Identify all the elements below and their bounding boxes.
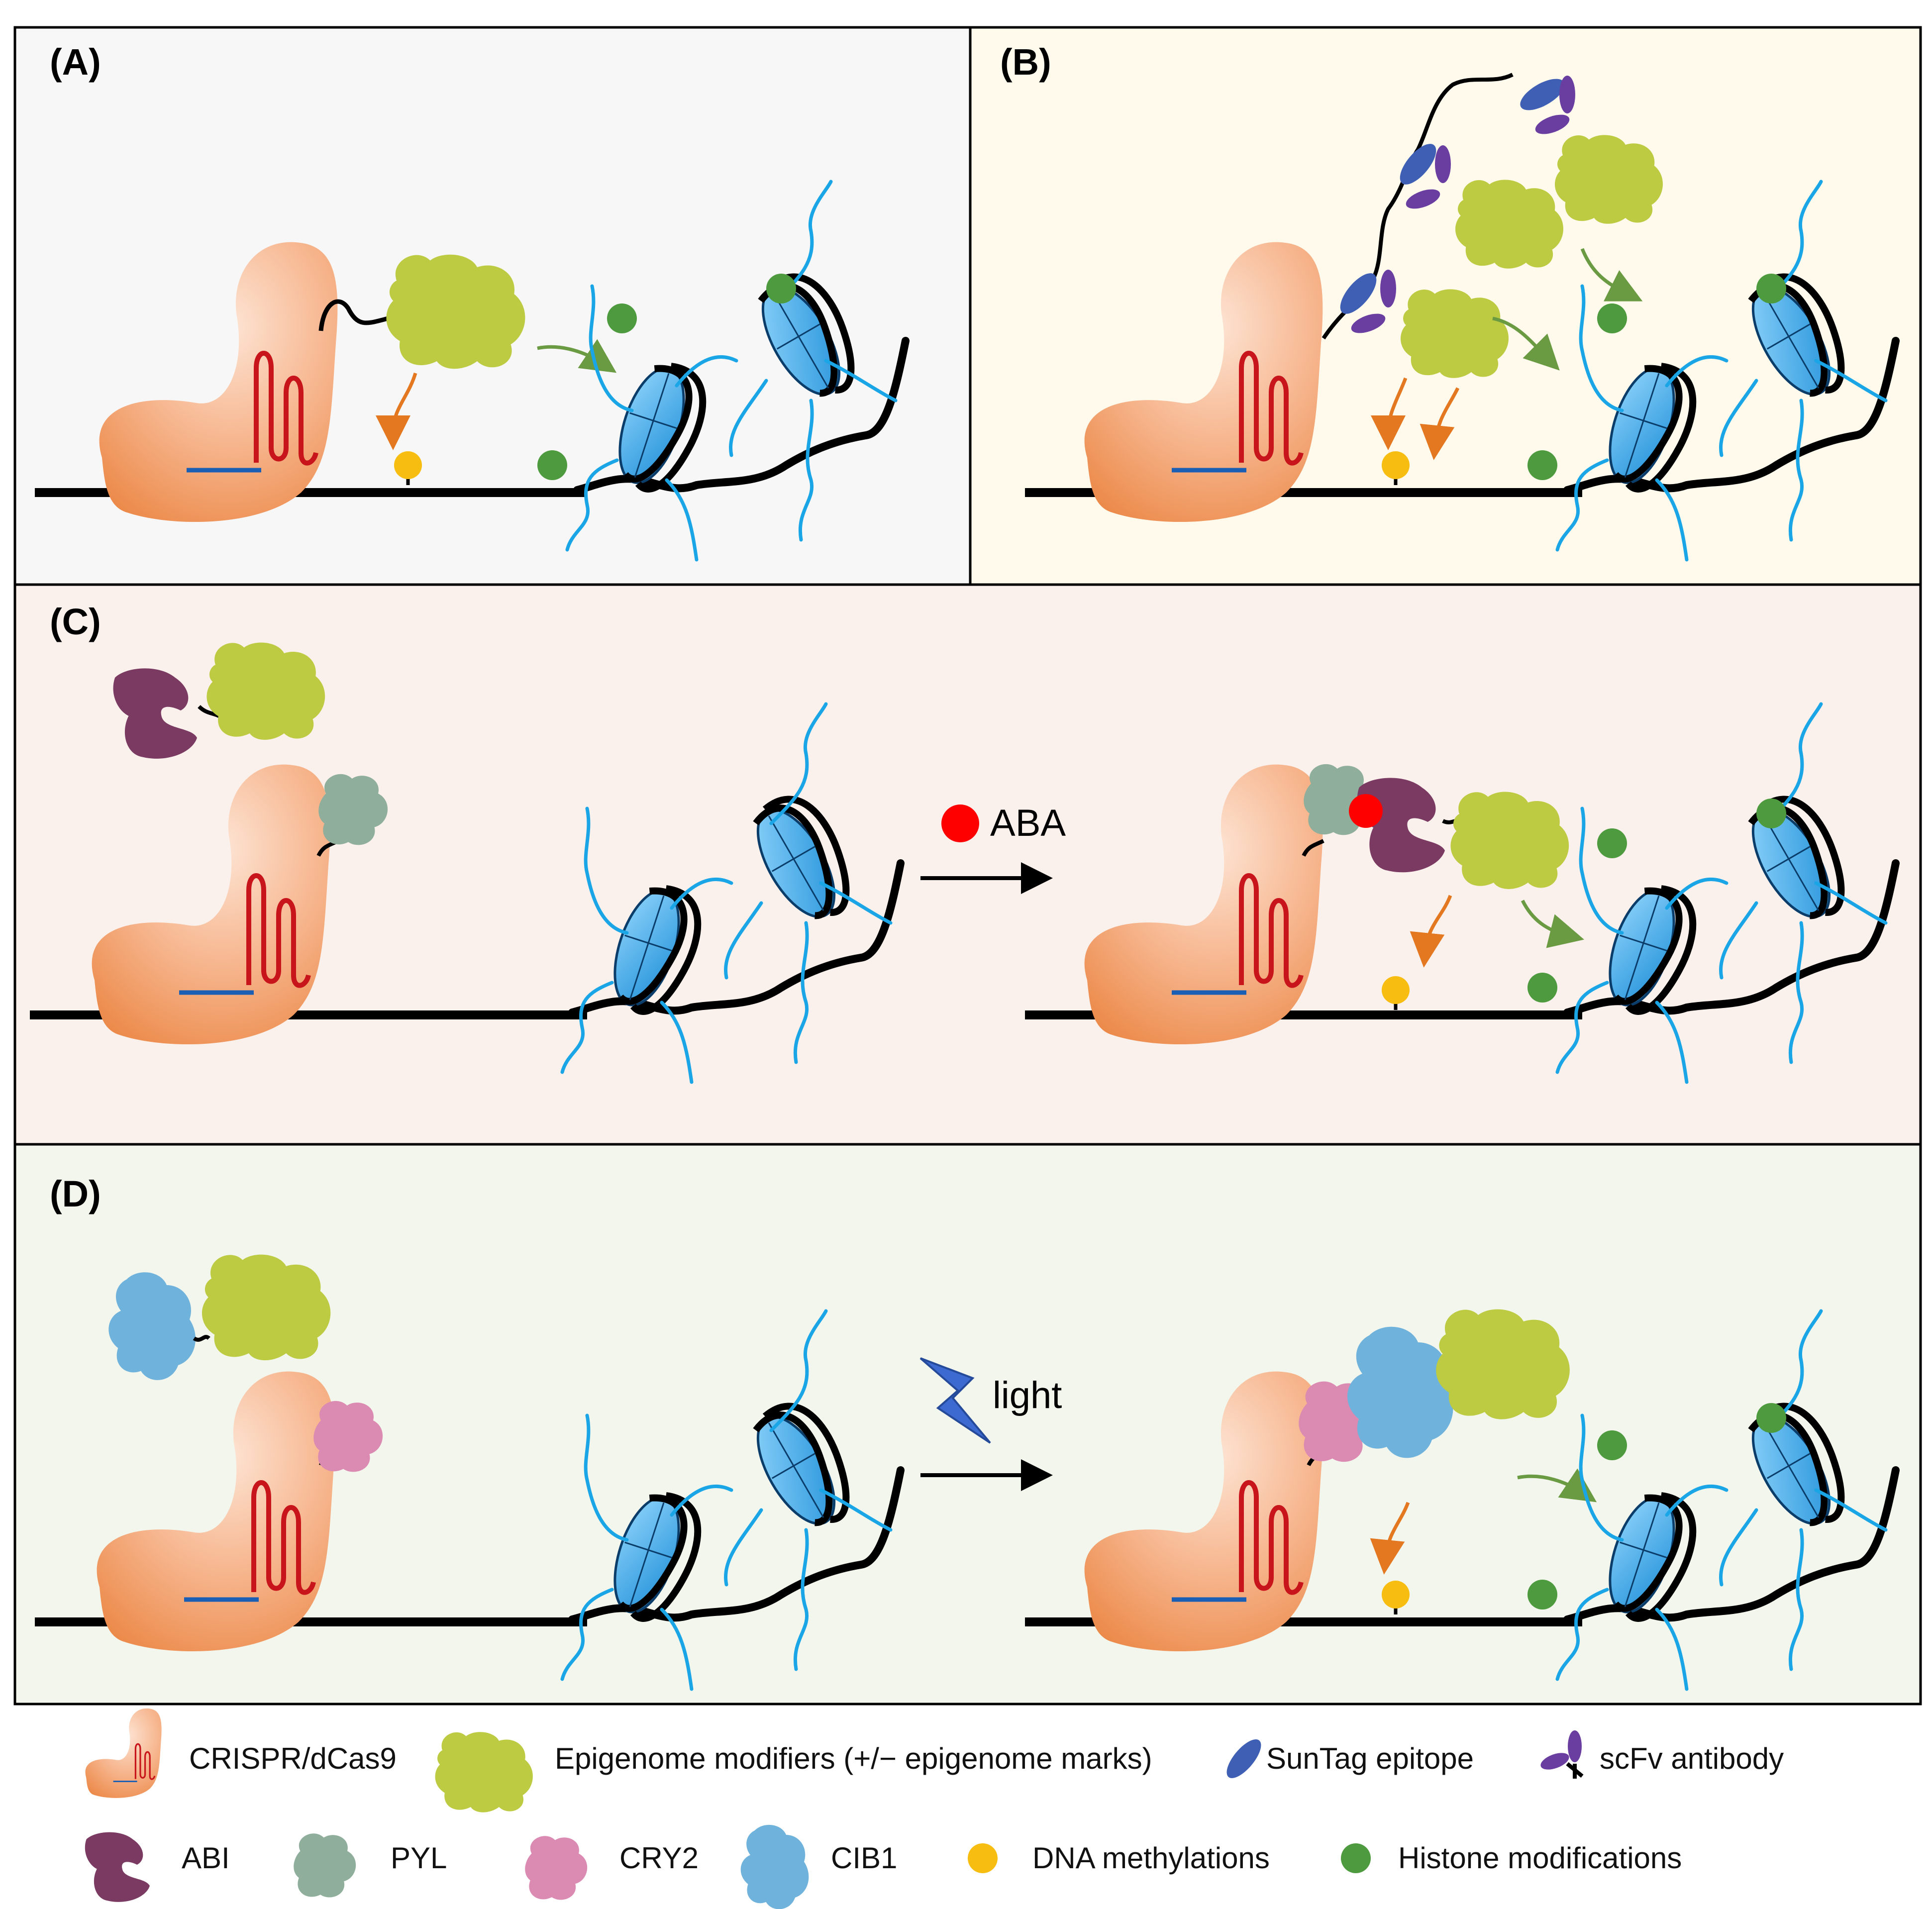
suntag-icon xyxy=(1226,1739,1261,1778)
legend-item-dna-methylation: DNA methylations xyxy=(968,1841,1270,1875)
epigenome-modifier xyxy=(386,254,525,369)
legend-item-epi: Epigenome modifiers (+/− epigenome marks… xyxy=(435,1732,1152,1812)
histone-mark xyxy=(766,274,796,303)
panel-b-label: (B) xyxy=(1000,41,1051,83)
legend-item-cib1: CIB1 xyxy=(740,1824,897,1909)
panel-c: (C) ABA xyxy=(13,583,1922,1146)
epigenome-modifier xyxy=(206,642,325,740)
histone-mark xyxy=(1756,274,1786,303)
histone-mark xyxy=(607,303,637,333)
legend-item-pyl: PYL xyxy=(294,1833,447,1898)
panel-b: (B) xyxy=(969,26,1922,586)
legend: CRISPR/dCas9 Epigenome modifiers (+/− ep… xyxy=(84,1708,1784,1909)
histone-mark xyxy=(1756,1403,1786,1433)
panel-a-label: (A) xyxy=(50,41,101,83)
epigenome-modifier xyxy=(1555,135,1663,224)
cib1-icon xyxy=(740,1824,809,1909)
panel-d: (D) light xyxy=(13,1143,1922,1706)
light-label: light xyxy=(993,1374,1062,1416)
aba-molecule xyxy=(941,804,979,842)
aba-molecule xyxy=(1349,794,1383,828)
scfv-icon xyxy=(1540,1730,1584,1779)
legend-label-pyl: PYL xyxy=(391,1841,447,1875)
dna-methylation-mark xyxy=(1382,451,1410,479)
epigenome-modifier xyxy=(1436,1309,1570,1419)
legend-item-cry2: CRY2 xyxy=(525,1836,699,1900)
epigenome-modifier xyxy=(1450,792,1569,889)
histone-mark xyxy=(1597,828,1627,858)
suntag-epitopes xyxy=(1340,79,1565,314)
histone-mark xyxy=(1756,799,1786,828)
aba-label: ABA xyxy=(990,802,1066,844)
legend-item-abi: ABI xyxy=(85,1832,230,1902)
panel-a: (A) xyxy=(13,26,972,586)
legend-label-histone: Histone modifications xyxy=(1398,1841,1682,1875)
legend-label-epi: Epigenome modifiers (+/− epigenome marks… xyxy=(555,1742,1152,1775)
legend-label-crispr: CRISPR/dCas9 xyxy=(189,1742,397,1775)
dna-methylation-mark xyxy=(394,451,422,479)
pyl-icon xyxy=(294,1833,356,1898)
histone-mark xyxy=(537,450,567,480)
legend-item-crispr: CRISPR/dCas9 xyxy=(84,1708,397,1799)
panel-c-background xyxy=(13,583,1922,1146)
legend-item-scfv: scFv antibody xyxy=(1540,1730,1784,1779)
histone-mark xyxy=(1597,1430,1627,1460)
legend-item-suntag: SunTag epitope xyxy=(1226,1739,1474,1778)
abi-icon xyxy=(85,1832,150,1902)
legend-label-abi: ABI xyxy=(182,1841,230,1875)
histone-modification-icon xyxy=(1341,1843,1371,1873)
legend-label-suntag: SunTag epitope xyxy=(1266,1742,1474,1775)
histone-mark xyxy=(1527,973,1557,1003)
panel-c-label: (C) xyxy=(50,601,101,642)
epigenome-modifier xyxy=(1401,289,1509,378)
histone-mark xyxy=(1527,450,1557,480)
legend-label-cry2: CRY2 xyxy=(619,1841,699,1875)
lightning-icon xyxy=(919,1357,991,1444)
cry2-icon xyxy=(525,1836,588,1900)
epigenome-modifier-icon xyxy=(435,1732,533,1812)
panel-d-label: (D) xyxy=(50,1173,101,1214)
epigenome-modifier xyxy=(202,1254,331,1361)
dna-methylation-icon xyxy=(968,1843,998,1873)
histone-mark xyxy=(1527,1580,1557,1609)
scfv-antibodies xyxy=(1351,76,1575,333)
crispr-icon xyxy=(84,1708,163,1799)
histone-mark xyxy=(1597,303,1627,333)
legend-label-dna-methylation: DNA methylations xyxy=(1032,1841,1270,1875)
legend-label-scfv: scFv antibody xyxy=(1600,1742,1784,1775)
legend-item-histone: Histone modifications xyxy=(1341,1841,1682,1875)
legend-label-cib1: CIB1 xyxy=(831,1841,897,1875)
dna-methylation-mark xyxy=(1382,1581,1410,1608)
dna-methylation-mark xyxy=(1382,976,1410,1004)
epigenome-modifier xyxy=(1455,180,1564,269)
